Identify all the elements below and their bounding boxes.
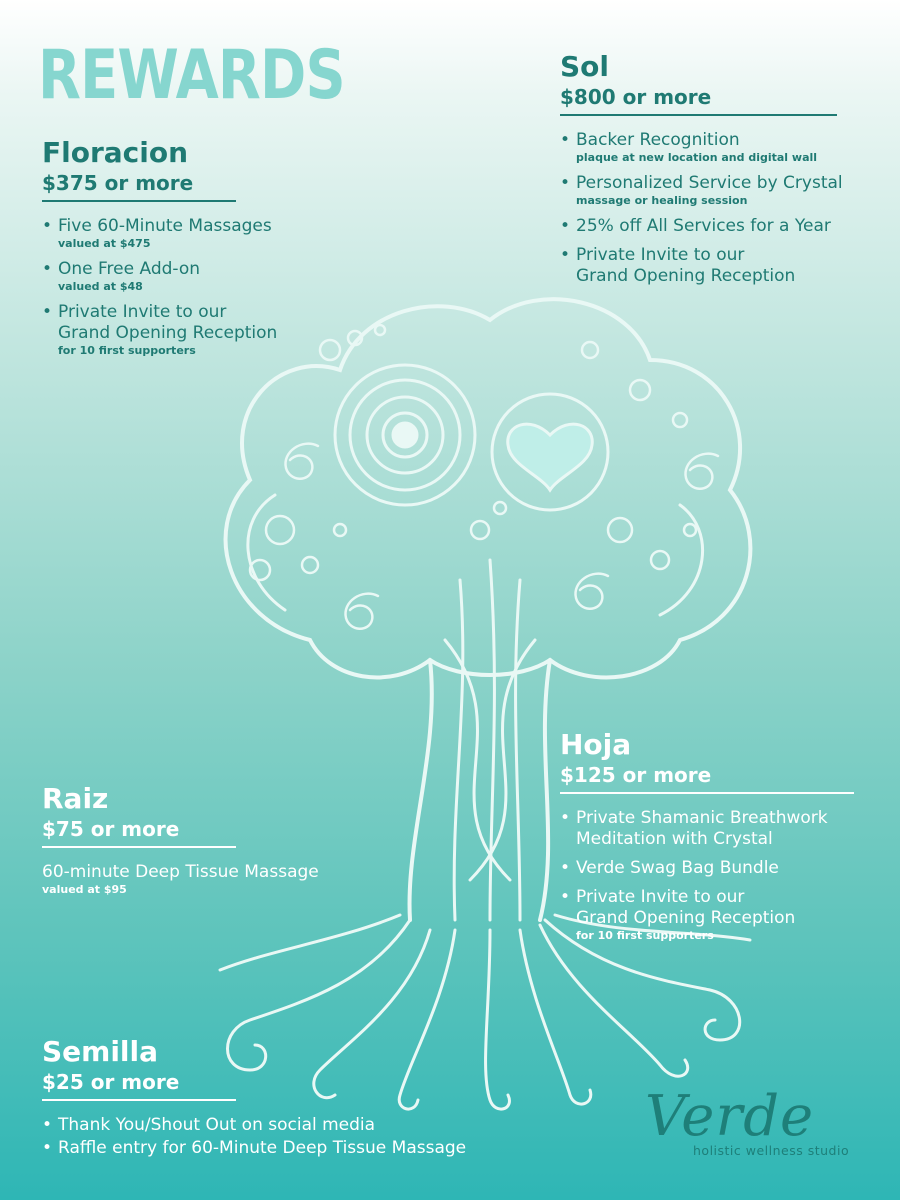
benefit-text: Five 60-Minute Massages bbox=[58, 216, 272, 236]
list-item: 25% off All Services for a Year bbox=[560, 216, 890, 237]
benefit-text: Private Shamanic Breathwork Meditation w… bbox=[576, 808, 828, 849]
benefit-text: 60-minute Deep Tissue Massage bbox=[42, 862, 319, 882]
page-title: REWARDS bbox=[38, 36, 346, 115]
tier-price: $75 or more bbox=[42, 817, 180, 841]
logo-tagline: holistic wellness studio bbox=[693, 1143, 850, 1158]
tier-name: Sol bbox=[560, 50, 609, 83]
benefit-note: valued at $48 bbox=[58, 280, 143, 293]
benefit-note: for 10 first supporters bbox=[576, 929, 714, 942]
verde-logo: Verde holistic wellness studio bbox=[645, 1085, 855, 1165]
tier-price: $800 or more bbox=[560, 85, 712, 109]
mandala-icon bbox=[333, 363, 477, 507]
divider bbox=[560, 792, 854, 794]
logo-wordmark: Verde bbox=[645, 1084, 815, 1149]
tier-raiz: Raiz $75 or more 60-minute Deep Tissue M… bbox=[42, 782, 402, 897]
benefit-note: massage or healing session bbox=[576, 194, 748, 207]
benefit-text: Backer Recognition bbox=[576, 130, 740, 150]
benefit-text: Private Invite to our Grand Opening Rece… bbox=[576, 245, 796, 286]
benefit-text: 25% off All Services for a Year bbox=[576, 216, 831, 236]
divider bbox=[42, 846, 236, 848]
list-item: Thank You/Shout Out on social media bbox=[42, 1115, 562, 1136]
benefit-text: Raffle entry for 60-Minute Deep Tissue M… bbox=[58, 1138, 467, 1158]
benefit-note: for 10 first supporters bbox=[58, 344, 196, 357]
tier-price: $375 or more bbox=[42, 171, 194, 195]
benefit-note: plaque at new location and digital wall bbox=[576, 151, 818, 164]
list-item: Verde Swag Bag Bundle bbox=[560, 858, 890, 879]
tier-name: Floracion bbox=[42, 136, 189, 169]
tier-price: $125 or more bbox=[560, 763, 712, 787]
tier-price: $25 or more bbox=[42, 1070, 180, 1094]
benefit-text: Personalized Service by Crystal bbox=[576, 173, 843, 193]
benefit-text: One Free Add-on bbox=[58, 259, 201, 279]
benefit-text: Thank You/Shout Out on social media bbox=[58, 1115, 376, 1135]
list-item: Raffle entry for 60-Minute Deep Tissue M… bbox=[42, 1138, 562, 1159]
tier-hoja: Hoja $125 or more Private Shamanic Breat… bbox=[560, 728, 890, 951]
tier-name: Raiz bbox=[42, 782, 109, 815]
list-item: Personalized Service by Crystal massage … bbox=[560, 173, 890, 208]
tree-of-life-illustration bbox=[218, 297, 753, 1111]
list-item: Private Invite to our Grand Opening Rece… bbox=[560, 887, 890, 943]
divider bbox=[560, 114, 837, 116]
spiral-icon bbox=[284, 442, 320, 480]
tier-name: Hoja bbox=[560, 728, 632, 761]
tier-floracion: Floracion $375 or more Five 60-Minute Ma… bbox=[42, 136, 402, 366]
list-item: Private Shamanic Breathwork Meditation w… bbox=[560, 808, 890, 850]
list-item: One Free Add-on valued at $48 bbox=[42, 259, 402, 294]
benefit-list: Five 60-Minute Massages valued at $475 O… bbox=[42, 216, 402, 358]
list-item: Backer Recognition plaque at new locatio… bbox=[560, 130, 890, 165]
tier-sol: Sol $800 or more Backer Recognition plaq… bbox=[560, 50, 890, 295]
benefit-text: Verde Swag Bag Bundle bbox=[576, 858, 779, 878]
benefit-list: Thank You/Shout Out on social media Raff… bbox=[42, 1115, 562, 1159]
heart-icon bbox=[506, 422, 594, 493]
divider bbox=[42, 200, 236, 202]
list-item: Private Invite to our Grand Opening Rece… bbox=[42, 302, 402, 358]
divider bbox=[42, 1099, 236, 1101]
benefit-note: valued at $475 bbox=[58, 237, 151, 250]
tier-name: Semilla bbox=[42, 1035, 159, 1068]
benefit-text: Private Invite to our Grand Opening Rece… bbox=[58, 302, 278, 343]
tier-semilla: Semilla $25 or more Thank You/Shout Out … bbox=[42, 1035, 562, 1161]
list-item: Five 60-Minute Massages valued at $475 bbox=[42, 216, 402, 251]
benefit-list: Backer Recognition plaque at new locatio… bbox=[560, 130, 890, 287]
benefit-list: Private Shamanic Breathwork Meditation w… bbox=[560, 808, 890, 943]
benefit-text: Private Invite to our Grand Opening Rece… bbox=[576, 887, 796, 928]
benefit-note: valued at $95 bbox=[42, 883, 127, 896]
list-item: Private Invite to our Grand Opening Rece… bbox=[560, 245, 890, 287]
